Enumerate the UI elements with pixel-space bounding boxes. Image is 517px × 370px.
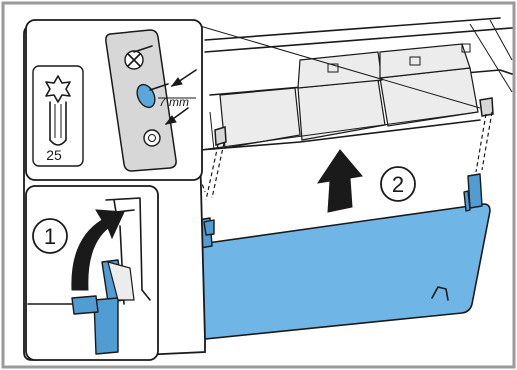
screw-length-dimension: 7 mm [158, 69, 197, 125]
bracket-clip-icon [463, 173, 483, 212]
upward-arrow-icon [316, 149, 363, 213]
leader-line-top [199, 25, 481, 109]
screw-length-label: 7 mm [159, 95, 189, 109]
latch-right [431, 286, 449, 301]
curved-arrow-icon [71, 209, 125, 291]
step-1-number: 1 [44, 224, 56, 249]
torx-bit-icon: 25 [32, 65, 84, 167]
step-2-marker: 2 [380, 166, 416, 202]
step-2-number: 2 [392, 172, 404, 197]
screw-icon [143, 129, 161, 147]
screw-icon [136, 83, 169, 109]
step-1-detail-callout: 1 [25, 185, 159, 361]
bracket-clip-icon [71, 259, 135, 355]
torx-size-label: 25 [46, 147, 62, 163]
mounting-plate [105, 29, 177, 172]
step-1-marker: 1 [32, 218, 68, 254]
screw-icon [124, 45, 153, 70]
leader-line-bottom [199, 111, 479, 151]
